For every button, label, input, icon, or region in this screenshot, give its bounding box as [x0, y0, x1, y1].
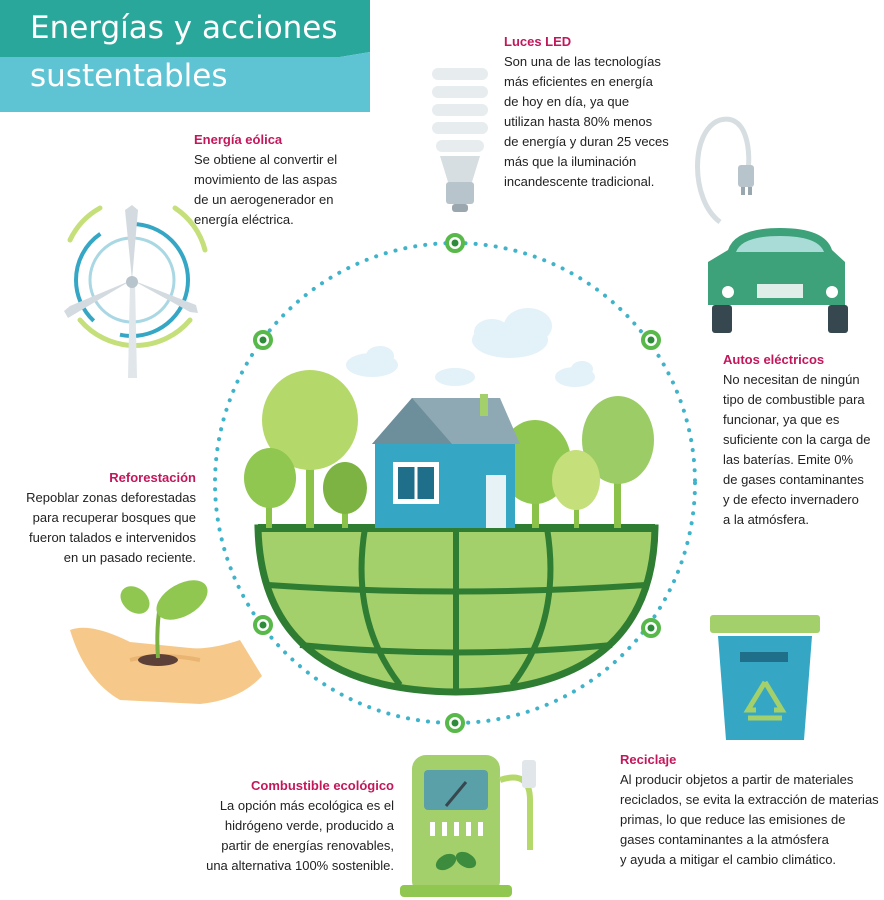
section-reciclaje: Reciclaje Al producir objetos a partir d…: [620, 752, 879, 870]
section-autos-heading: Autos eléctricos: [723, 352, 825, 367]
globe: [254, 524, 659, 696]
section-led-heading: Luces LED: [504, 34, 572, 49]
section-reforestacion-body: Repoblar zonas deforestadas para recuper…: [26, 490, 196, 565]
section-reciclaje-heading: Reciclaje: [620, 752, 677, 767]
section-eolica-body: Se obtiene al convertir el movimiento de…: [194, 152, 338, 227]
house: [372, 394, 520, 528]
plant-in-hand-icon: [70, 580, 262, 704]
section-autos: Autos eléctricos No necesitan de ningún …: [723, 352, 870, 530]
section-led: Luces LED Son una de las tecnologías más…: [504, 34, 669, 192]
section-eolica-heading: Energía eólica: [194, 132, 283, 147]
section-autos-body: No necesitan de ningún tipo de combustib…: [723, 372, 871, 527]
section-combustible-body: La opción más ecológica es el hidrógeno …: [206, 798, 394, 873]
section-reciclaje-body: Al producir objetos a partir de material…: [620, 772, 879, 867]
page-title-line1: Energías y acciones: [30, 10, 338, 46]
section-reforestacion-heading: Reforestación: [109, 470, 196, 485]
section-eolica: Energía eólica Se obtiene al convertir e…: [194, 132, 337, 230]
section-combustible-heading: Combustible ecológico: [250, 778, 394, 793]
title-banner: Energías y acciones sustentables: [0, 0, 370, 112]
electric-car-icon: [695, 116, 848, 333]
page-title-line2: sustentables: [30, 58, 228, 94]
wind-turbine-icon: [64, 205, 208, 378]
led-bulb-icon: [432, 68, 488, 212]
recycle-bin-icon: [710, 615, 820, 740]
section-combustible: Combustible ecológico La opción más ecol…: [206, 778, 394, 876]
fuel-pump-icon: [400, 755, 536, 897]
section-led-body: Son una de las tecnologías más eficiente…: [504, 54, 669, 189]
clouds: [346, 308, 595, 387]
section-reforestacion: Reforestación Repoblar zonas deforestada…: [26, 470, 196, 568]
